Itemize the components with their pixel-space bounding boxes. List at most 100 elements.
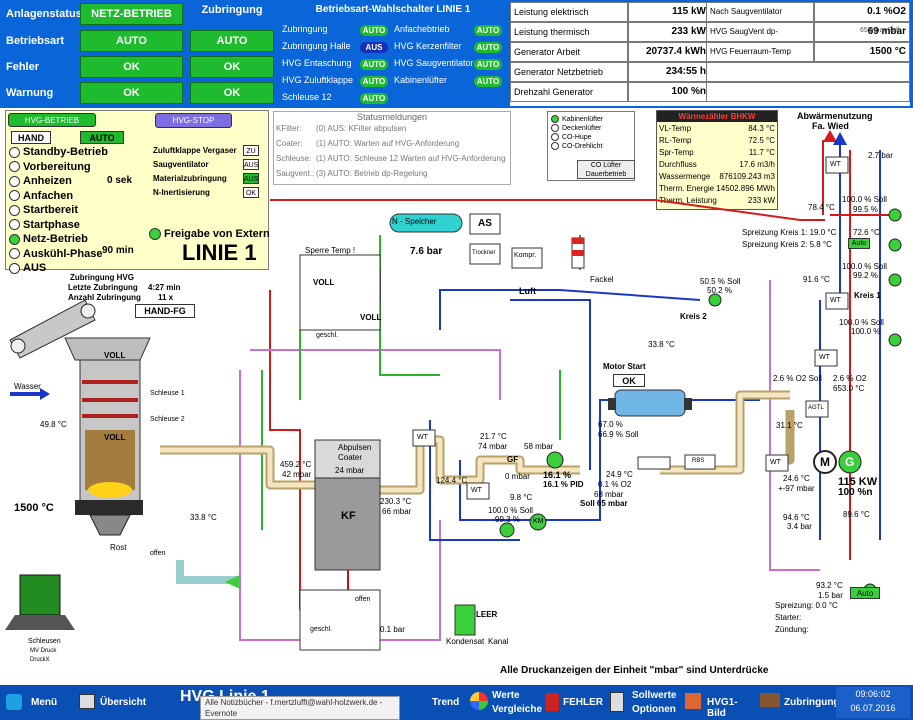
wahl-right-label: HVG Kerzenfilter bbox=[394, 41, 462, 51]
anheizen-time: 0 sek bbox=[107, 175, 133, 186]
wahl-right-switch[interactable]: AUTO bbox=[474, 25, 502, 36]
state-label: Auskühl-Phase bbox=[23, 247, 103, 260]
hvg-betrieb-button[interactable]: HVG-BETRIEB bbox=[8, 113, 96, 127]
generator-g-icon: G bbox=[845, 455, 855, 469]
process-diagram bbox=[5, 130, 902, 651]
hvg-stop-button[interactable]: HVG-STOP bbox=[155, 113, 232, 128]
wahl-left-switch[interactable]: AUTO bbox=[360, 93, 388, 104]
wn-784: 78.4 °C bbox=[808, 203, 835, 212]
zubringung-button[interactable]: Zubringung bbox=[760, 688, 840, 718]
status-title: Statusmeldungen bbox=[356, 112, 428, 122]
soll-65: Soll 65 mbar bbox=[580, 499, 628, 508]
wz-label: Spr-Temp bbox=[659, 148, 694, 157]
mbar-74: 74 mbar bbox=[478, 442, 508, 451]
metric-label: Drehzahl Generator bbox=[510, 82, 628, 102]
wahl-right-switch[interactable]: AUTO bbox=[474, 42, 502, 53]
state-label: AUS bbox=[23, 262, 47, 274]
state-0[interactable]: Standby-Betrieb bbox=[9, 146, 159, 161]
fehler-button[interactable]: FEHLER bbox=[545, 688, 605, 718]
state-indicator bbox=[9, 233, 20, 245]
temp-49: 49.8 °C bbox=[40, 420, 67, 429]
state-6[interactable]: Netz-Betrieb bbox=[9, 233, 159, 248]
motor-start: Motor Start bbox=[603, 362, 646, 371]
cabin-indicator bbox=[551, 142, 559, 150]
zubringung-fehler[interactable]: OK bbox=[190, 56, 274, 78]
wt-3: WT bbox=[770, 459, 781, 466]
kreis-auto-button[interactable]: Auto bbox=[848, 238, 870, 249]
monitor-icon bbox=[79, 694, 95, 709]
state-label: Anfachen bbox=[23, 189, 74, 202]
wn-kreis1: Kreis 1 bbox=[854, 291, 881, 300]
check-label: Materialzubringung bbox=[153, 174, 227, 183]
wahl-left-label: HVG Entaschung bbox=[282, 58, 352, 68]
warnung-value[interactable]: OK bbox=[80, 82, 183, 104]
check-value: AUS bbox=[243, 159, 259, 170]
wt-1: WT bbox=[417, 434, 428, 441]
abwaerme-subtitle: Fa. Wied bbox=[812, 121, 849, 131]
zubringung-warnung[interactable]: OK bbox=[190, 82, 274, 104]
state-4[interactable]: Startbereit bbox=[9, 204, 159, 219]
wahl-right-switch[interactable]: AUTO bbox=[474, 59, 502, 70]
wahl-right-label: HVG Saugventilator bbox=[394, 58, 474, 68]
state-5[interactable]: Startphase bbox=[9, 219, 159, 234]
anlagenstatus-value[interactable]: NETZ-BETRIEB bbox=[80, 3, 183, 25]
state-7[interactable]: Auskühl-Phase bbox=[9, 248, 159, 263]
spreizung-2: Spreizung Kreis 2: 5.8 °C bbox=[742, 240, 832, 249]
trend-button[interactable]: Trend bbox=[432, 697, 460, 708]
state-3[interactable]: Anfachen bbox=[9, 190, 159, 205]
cabin-label: CO-Drehlicht bbox=[562, 142, 603, 150]
cabin-item-3[interactable]: CO-Drehlicht bbox=[551, 142, 602, 150]
hvg1-bild-button[interactable]: HVG1-Bild bbox=[685, 688, 755, 719]
auto-button[interactable]: AUTO bbox=[80, 131, 124, 144]
state-1[interactable]: Vorbereitung bbox=[9, 161, 159, 176]
betriebsart-value[interactable]: AUTO bbox=[80, 30, 183, 52]
cabin-item-2[interactable]: CO-Hupe bbox=[551, 133, 592, 141]
cabin-item-0[interactable]: Kabinenlüfter bbox=[551, 115, 603, 123]
metric-extra: 65 mbar Soll bbox=[860, 27, 900, 34]
wahl-left-switch[interactable]: AUTO bbox=[360, 25, 388, 36]
pump-auto-button[interactable]: Auto bbox=[850, 587, 880, 599]
wahl-left-switch[interactable]: AUTO bbox=[360, 59, 388, 70]
hand-button[interactable]: HAND bbox=[11, 131, 51, 144]
letzte-zub: Letzte Zubringung bbox=[68, 283, 138, 292]
o2-soll: 2.6 % O2 Soll bbox=[773, 374, 822, 383]
o2-act: 2.6 % O2 bbox=[833, 374, 867, 383]
wz-label: RL-Temp bbox=[659, 136, 692, 145]
wahl-left-switch[interactable]: AUTO bbox=[360, 76, 388, 87]
wahl-left-label: HVG Zuluftklappe bbox=[282, 75, 354, 85]
wahl-left-switch[interactable]: AUS bbox=[360, 42, 388, 53]
state-indicator bbox=[9, 190, 20, 202]
state-indicator bbox=[9, 146, 20, 158]
state-8[interactable]: AUS bbox=[9, 262, 159, 277]
uebersicht-button[interactable]: Übersicht bbox=[75, 688, 153, 718]
cabin-item-1[interactable]: Deckenlüfter bbox=[551, 124, 601, 132]
hand-fg-button[interactable]: HAND-FG bbox=[135, 304, 195, 318]
menu-button[interactable]: Menü bbox=[4, 688, 64, 718]
state-2[interactable]: Anheizen bbox=[9, 175, 159, 190]
motor-ok-button[interactable]: OK bbox=[613, 374, 645, 387]
pipe-red-left bbox=[269, 290, 301, 610]
status-key: Coater: bbox=[276, 139, 303, 148]
motor-m-icon: M bbox=[820, 455, 830, 469]
zubringung-mode[interactable]: AUTO bbox=[190, 30, 274, 52]
pid: 16.1 % PID bbox=[543, 480, 584, 489]
soll-100: 100.0 % Soll bbox=[488, 506, 533, 515]
t-217: 21.7 °C bbox=[480, 432, 507, 441]
letzte-zub-val: 4:27 min bbox=[148, 283, 181, 292]
voll-silo: VOLL bbox=[104, 351, 126, 360]
soll-505: 50.5 % Soll bbox=[700, 277, 741, 286]
wahl-right-switch[interactable]: AUTO bbox=[474, 76, 502, 87]
evernote-notification[interactable]: Alle Notizbücher - f.mertzlufft@wahl-hol… bbox=[200, 696, 400, 720]
fehler-value[interactable]: OK bbox=[80, 56, 183, 78]
offen-2: offen bbox=[355, 596, 371, 603]
co-luefter-button[interactable]: CO Lüfter Dauerbetrieb bbox=[577, 160, 635, 179]
metric-label: HVG Feuerraum-Temp bbox=[706, 42, 814, 62]
wn-soll-2: 100.0 % Soll bbox=[842, 262, 887, 271]
settings-icon bbox=[610, 692, 624, 712]
voll-silo-2: VOLL bbox=[104, 433, 126, 442]
leer: LEER bbox=[476, 610, 498, 619]
